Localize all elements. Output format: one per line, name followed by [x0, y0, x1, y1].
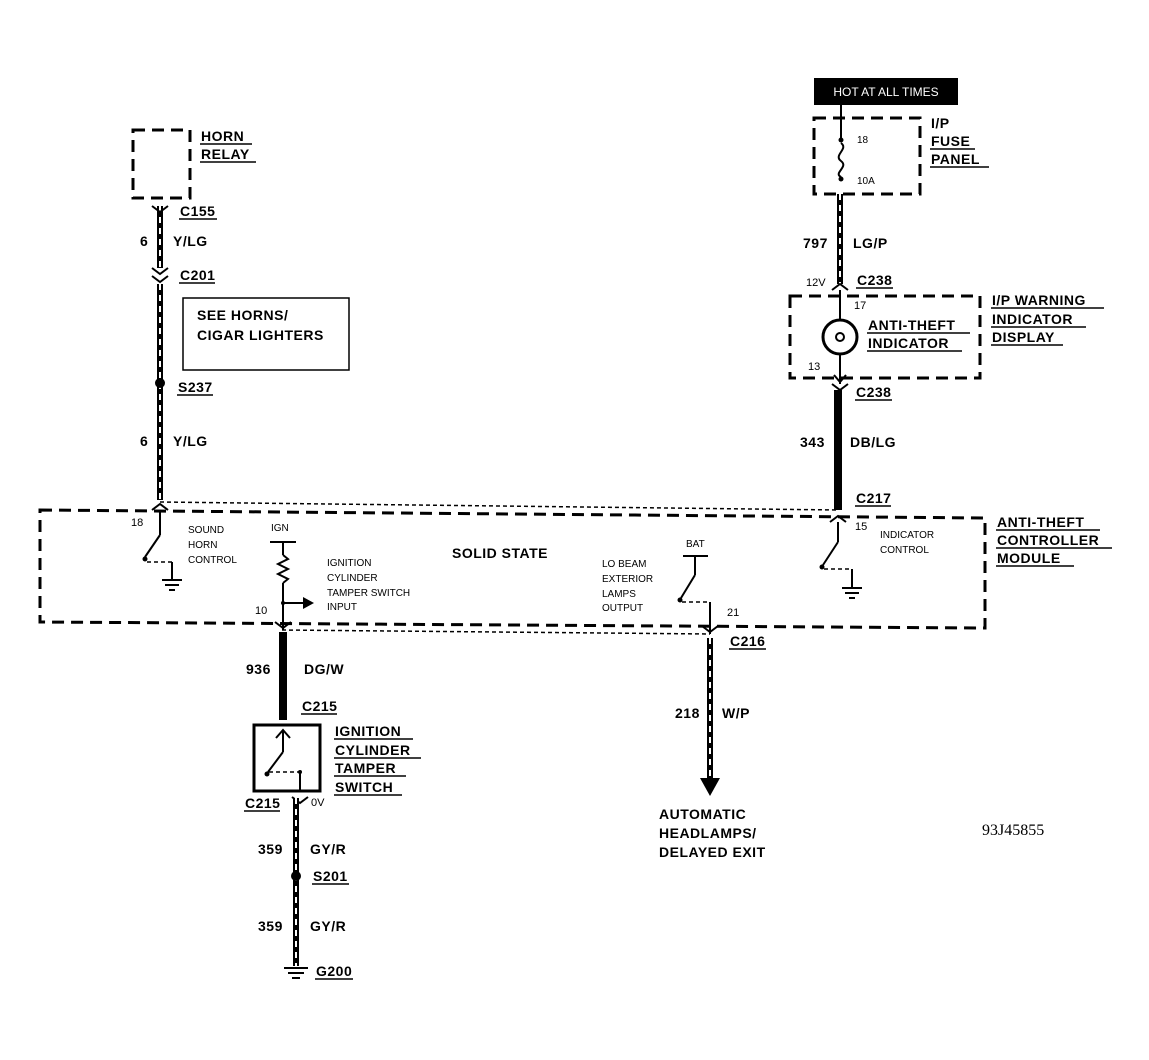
module-pin-21: 21: [727, 607, 739, 619]
module-pin-10: 10: [255, 605, 267, 617]
warning-display-label-line1: I/P WARNING: [992, 292, 1086, 308]
module-label-line3: MODULE: [997, 550, 1061, 566]
indicator-ctrl-color: DB/LG: [850, 434, 896, 450]
tamper-input-circuit: 936: [246, 661, 271, 677]
c155-label: C155: [180, 203, 215, 219]
headlamps-circuit: 218: [675, 705, 700, 721]
ground-lower-color: GY/R: [310, 918, 346, 934]
tamper-switch-label-line4: SWITCH: [335, 779, 393, 795]
connector-c238-bottom-symbol: [831, 383, 849, 392]
see-horns-note-box: [182, 297, 350, 371]
fuse-number: 18: [857, 135, 869, 146]
horn-relay-label-line1: HORN: [201, 128, 244, 144]
ground-upper-circuit: 359: [258, 841, 283, 857]
module-pin-15: 15: [855, 521, 867, 533]
indicator-control-line1: INDICATOR: [880, 530, 934, 541]
c215-bottom-label: C215: [245, 795, 280, 811]
hot-at-all-times-text: HOT AT ALL TIMES: [833, 85, 938, 99]
output-arrow: [700, 778, 720, 796]
tamper-switch-label-line3: TAMPER: [335, 760, 396, 776]
fuse-element: [837, 142, 845, 178]
fuse-panel-label-line3: PANEL: [931, 151, 980, 167]
s201-label: S201: [313, 868, 348, 884]
module-label-line2: CONTROLLER: [997, 532, 1099, 548]
splice-s237: [155, 378, 165, 388]
connector-c201-symbol: [151, 267, 169, 276]
see-horns-note-line2: CIGAR LIGHTERS: [197, 327, 324, 343]
ignition-input-line2: CYLINDER: [327, 573, 378, 584]
sound-horn-line1: SOUND: [188, 525, 224, 536]
indicator-control-switch: [822, 541, 839, 566]
display-pin-17: 17: [854, 300, 866, 312]
automatic-headlamps-line1: AUTOMATIC: [659, 806, 746, 822]
anti-theft-indicator-lamp: [821, 318, 859, 356]
connector-c155-symbol: [151, 205, 169, 214]
tamper-switch-label-line2: CYLINDER: [335, 742, 411, 758]
indicator-ctrl-circuit: 343: [800, 434, 825, 450]
lo-beam-line4: OUTPUT: [602, 603, 643, 614]
warning-display-label-line3: DISPLAY: [992, 329, 1055, 345]
fuse-feed-color: LG/P: [853, 235, 888, 251]
horn-relay-box: [131, 128, 192, 200]
ground-upper-color: GY/R: [310, 841, 346, 857]
tamper-switch-contact: [267, 751, 284, 773]
horn-upper-circuit: 6: [140, 233, 148, 249]
c201-label: C201: [180, 267, 215, 283]
c238-top-label: C238: [857, 272, 892, 288]
c238-bottom-label: C238: [856, 384, 891, 400]
headlamps-color: W/P: [722, 705, 750, 721]
lo-beam-line1: LO BEAM: [602, 559, 646, 570]
g200-label: G200: [316, 963, 352, 979]
connector-c238-top-symbol: [831, 282, 849, 291]
warning-display-box: [788, 294, 982, 380]
tamper-input-color: DG/W: [304, 661, 344, 677]
sound-horn-switch: [144, 534, 161, 558]
horn-relay-label-line2: RELAY: [201, 146, 250, 162]
indicator-control-line2: CONTROL: [880, 545, 929, 556]
c216-label: C216: [730, 633, 765, 649]
ignition-input-line1: IGNITION: [327, 558, 371, 569]
fuse-rating: 10A: [857, 176, 875, 187]
horn-lower-circuit: 6: [140, 433, 148, 449]
indicator-label-line1: ANTI-THEFT: [868, 317, 955, 333]
s237-label: S237: [178, 379, 213, 395]
ign-label: IGN: [271, 523, 289, 534]
fuse-feed-circuit: 797: [803, 235, 828, 251]
warning-display-label-line2: INDICATOR: [992, 311, 1073, 327]
bat-label: BAT: [686, 539, 705, 550]
see-horns-note-line1: SEE HORNS/: [197, 307, 288, 323]
indicator-label-line2: INDICATOR: [868, 335, 949, 351]
automatic-headlamps-line3: DELAYED EXIT: [659, 844, 766, 860]
voltage-12v: 12V: [806, 277, 826, 289]
horn-upper-color: Y/LG: [173, 233, 208, 249]
automatic-headlamps-line2: HEADLAMPS/: [659, 825, 757, 841]
module-label-line1: ANTI-THEFT: [997, 514, 1084, 530]
figure-code: 93J45855: [982, 822, 1044, 839]
ignition-input-line3: TAMPER SWITCH: [327, 588, 410, 599]
c217-label: C217: [856, 490, 891, 506]
sound-horn-line2: HORN: [188, 540, 217, 551]
ignition-input-line4: INPUT: [327, 602, 357, 613]
voltage-0v: 0V: [311, 797, 325, 809]
fuse-panel-box: [812, 116, 922, 196]
splice-s201: [291, 871, 301, 881]
hot-at-all-times-badge: [814, 78, 958, 105]
lo-beam-line2: EXTERIOR: [602, 574, 653, 585]
fuse-panel-label-line2: FUSE: [931, 133, 970, 149]
fuse-panel-label-line1: I/P: [931, 115, 950, 131]
tamper-input-resistor: [275, 554, 291, 584]
tamper-switch-box: [252, 723, 322, 793]
lo-beam-switch: [680, 574, 696, 599]
horn-lower-color: Y/LG: [173, 433, 208, 449]
display-pin-13: 13: [808, 361, 820, 373]
c215-top-label: C215: [302, 698, 337, 714]
controller-module-box: [38, 508, 987, 630]
solid-state-label: SOLID STATE: [452, 545, 548, 561]
tamper-switch-label-line1: IGNITION: [335, 723, 401, 739]
module-pin-18: 18: [131, 517, 143, 529]
sound-horn-line3: CONTROL: [188, 555, 237, 566]
lo-beam-line3: LAMPS: [602, 589, 636, 600]
ground-lower-circuit: 359: [258, 918, 283, 934]
